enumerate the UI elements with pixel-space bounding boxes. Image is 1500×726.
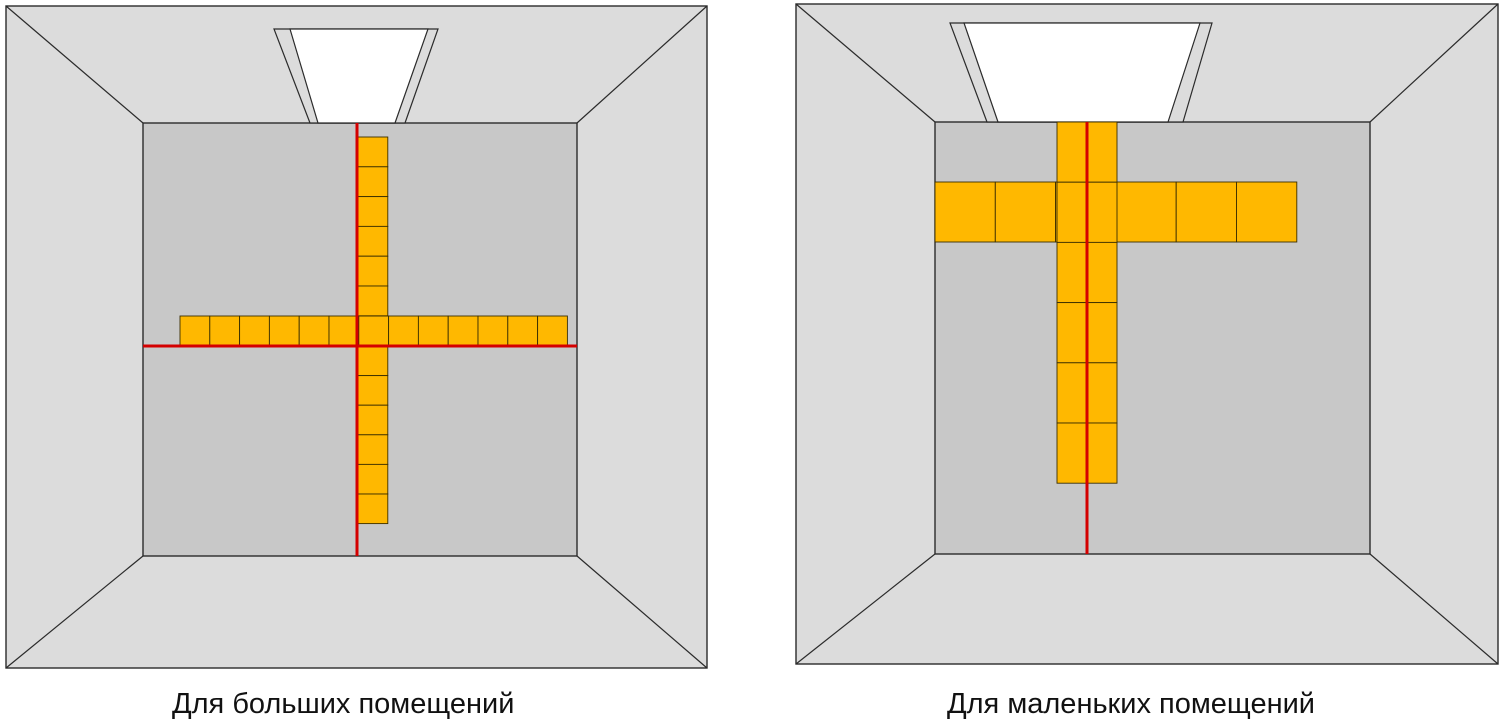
tile [1086, 362, 1118, 424]
tile [507, 315, 539, 347]
tile [357, 255, 389, 287]
tile [537, 315, 568, 347]
tile [1175, 181, 1237, 243]
tile [239, 315, 270, 347]
room-small [795, 3, 1499, 665]
tile [357, 136, 389, 168]
tile-layout-cross [179, 136, 568, 525]
caption-large-rooms: Для больших помещений [172, 688, 515, 720]
tile [357, 463, 389, 495]
tile [357, 493, 389, 525]
caption-small-rooms: Для маленьких помещений [947, 688, 1315, 720]
tile [1056, 362, 1088, 424]
tile [1056, 422, 1088, 484]
tile [357, 404, 389, 436]
tile [447, 315, 479, 347]
tile [357, 434, 389, 465]
tile [1086, 121, 1118, 183]
tile [1086, 422, 1118, 484]
tile [328, 315, 360, 347]
tile [1086, 241, 1118, 304]
tile [934, 181, 996, 243]
tile [1086, 302, 1118, 364]
tile [298, 315, 330, 347]
tile [1056, 241, 1088, 304]
tile [357, 196, 389, 227]
tile [1056, 302, 1088, 364]
tile [357, 375, 389, 406]
tile [268, 315, 300, 347]
tile [357, 345, 389, 377]
tile [179, 315, 211, 347]
tile [1115, 181, 1177, 243]
tile [994, 181, 1057, 243]
tile-layout-t [934, 121, 1298, 484]
ceiling-window [273, 28, 439, 124]
tile [357, 166, 389, 198]
ceiling-window [949, 22, 1213, 123]
tile [1056, 181, 1088, 243]
tile [417, 315, 449, 347]
tile [358, 315, 390, 347]
tile [357, 225, 389, 257]
tile [477, 315, 509, 347]
tile [209, 315, 241, 347]
tile [388, 315, 419, 347]
tile [1086, 181, 1118, 243]
tile [1236, 181, 1298, 243]
tile [1056, 121, 1088, 183]
tile [357, 285, 389, 317]
room-large [5, 5, 708, 669]
